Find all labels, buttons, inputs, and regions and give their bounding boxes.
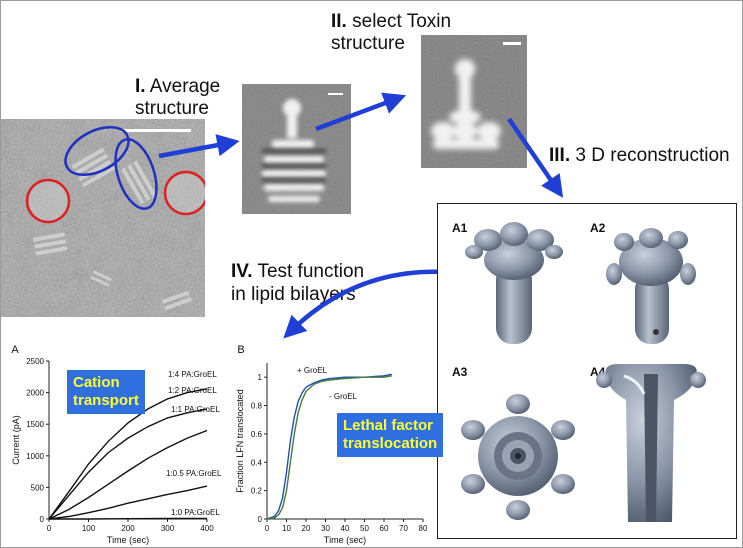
blue-ellipse-right	[114, 138, 158, 210]
x-tick-label: 100	[82, 524, 96, 533]
model-a2	[606, 228, 696, 344]
x-tick-label: 20	[302, 524, 311, 533]
series-line	[267, 375, 392, 520]
x-tick-label: 40	[341, 524, 350, 533]
micrograph-image	[1, 119, 205, 317]
recon-label-a2: A2	[590, 221, 606, 235]
series-line	[48, 429, 208, 520]
x-tick-label: 60	[380, 524, 389, 533]
series-line	[48, 388, 208, 520]
y-tick-label: 1500	[26, 420, 44, 429]
series-line	[48, 485, 208, 520]
x-tick-label: 30	[321, 524, 330, 533]
y-tick-label: 1	[258, 373, 263, 382]
toxin-structure-image	[421, 35, 527, 168]
y-axis-label: Fraction LFN translocated	[235, 389, 245, 493]
x-tick-label: 400	[200, 524, 214, 533]
series-label: - GroEL	[329, 392, 358, 401]
step-2-label: II. select Toxin	[331, 11, 452, 32]
step-4-label: IV. Test function	[231, 261, 365, 282]
recon-label-a3: A3	[452, 365, 468, 379]
step-1-label: I. Average	[135, 76, 221, 97]
model-a3	[461, 394, 575, 520]
blue-ellipse-left	[64, 125, 130, 177]
micrograph-svg	[1, 119, 205, 317]
y-tick-label: 0	[258, 515, 263, 524]
chart-b-series: + GroEL - GroEL	[266, 366, 392, 520]
y-tick-label: 0.6	[251, 430, 263, 439]
reconstruction-svg: A1 A2 A3 A4	[452, 221, 706, 522]
x-tick-label: 0	[265, 524, 270, 533]
y-tick-label: 0.4	[251, 458, 263, 467]
chart-b-panel-label: B	[237, 344, 244, 356]
series-line	[266, 373, 392, 520]
series-line	[49, 517, 208, 520]
series-label: 1:0.5 PA:GroEL	[166, 469, 222, 478]
series-label: 1:1 PA:GroEL	[171, 405, 220, 414]
scale-bar	[121, 129, 191, 132]
red-circle-left	[25, 178, 71, 224]
y-tick-label: 2500	[26, 357, 44, 366]
step-3-label: III. 3 D reconstruction	[549, 145, 730, 166]
y-tick-label: 2000	[26, 389, 44, 398]
y-tick-label: 0.2	[251, 487, 263, 496]
y-tick-label: 500	[31, 483, 45, 492]
step-1-label-line2: structure	[135, 98, 209, 119]
x-axis-label: Time (sec)	[107, 535, 149, 545]
x-tick-label: 50	[360, 524, 369, 533]
x-axis-label: Time (sec)	[324, 535, 366, 545]
model-a1	[465, 222, 563, 344]
y-tick-label: 1000	[26, 452, 44, 461]
y-tick-label: 0.8	[251, 402, 263, 411]
series-label: 1:0 PA:GroEL	[171, 508, 220, 517]
x-tick-label: 80	[419, 524, 428, 533]
series-label: 1:4 PA:GroEL	[168, 370, 217, 379]
chart-a-panel-label: A	[11, 344, 19, 356]
recon-label-a1: A1	[452, 221, 468, 235]
x-tick-label: 0	[47, 524, 52, 533]
x-tick-label: 70	[399, 524, 408, 533]
x-tick-label: 10	[282, 524, 291, 533]
series-label: + GroEL	[297, 366, 328, 375]
step-4-label-line2: in lipid bilayers	[231, 284, 356, 305]
model-a4	[596, 364, 706, 522]
reconstruction-panel: A1 A2 A3 A4	[437, 203, 737, 539]
x-tick-label: 200	[121, 524, 135, 533]
average-structure-image	[242, 84, 351, 214]
red-circle-right	[163, 170, 205, 216]
chart-a-series: 1:4 PA:GroEL 1:2 PA:GroEL 1:1 PA:GroEL 1:0.…	[48, 370, 222, 520]
x-tick-label: 300	[161, 524, 175, 533]
particles	[32, 147, 192, 311]
series-line	[48, 408, 208, 520]
series-label: 1:2 PA:GroEL	[168, 386, 217, 395]
y-axis-label: Current (pA)	[11, 415, 21, 465]
step-2-label-line2: structure	[331, 33, 405, 54]
y-tick-label: 0	[40, 515, 45, 524]
